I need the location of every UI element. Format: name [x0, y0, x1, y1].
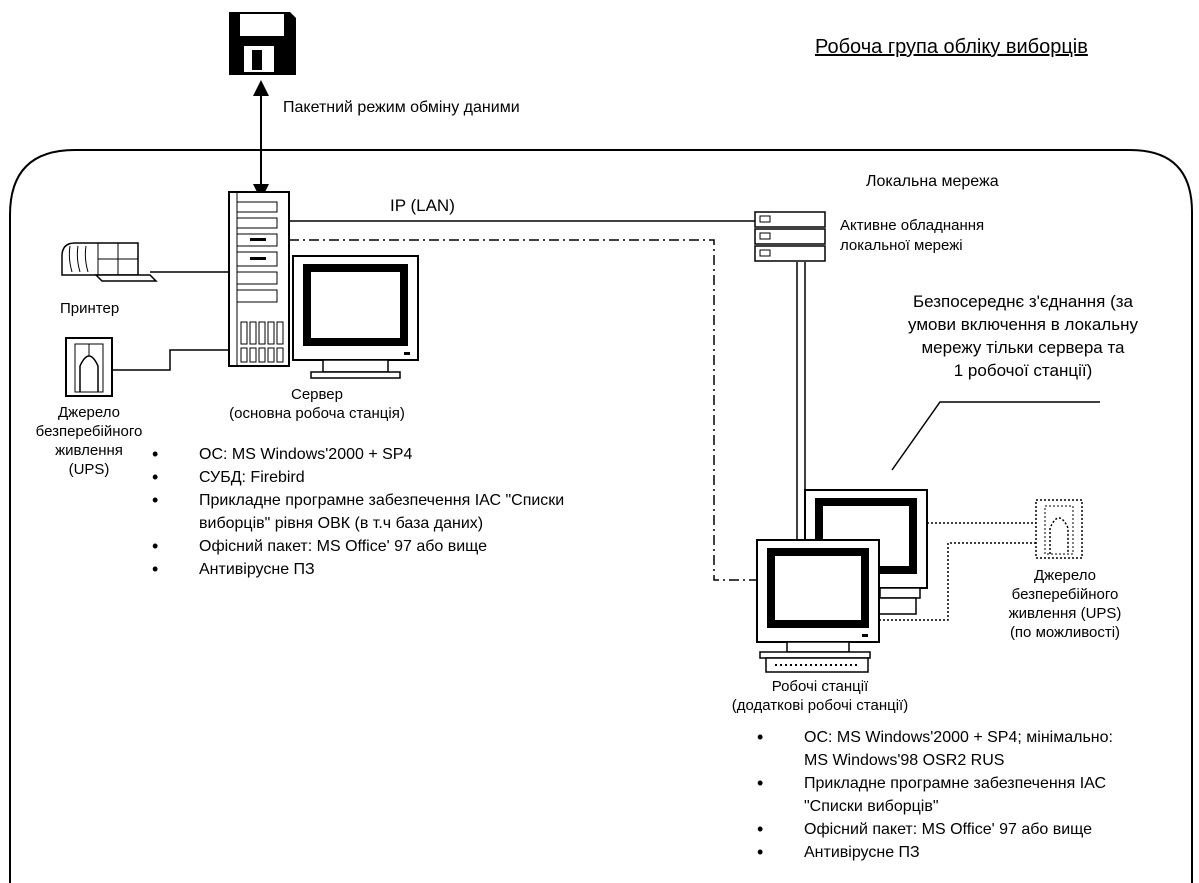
- workgroup-boundary: [9, 149, 1193, 883]
- server-spec-office: Офісний пакет: MS Office' 97 або вище: [152, 535, 564, 558]
- workstation-spec-antivirus: Антивірусне ПЗ: [757, 841, 1113, 864]
- ups-left-label: Джерело безперебійного живлення (UPS): [35, 404, 143, 478]
- lan-label: Локальна мережа: [866, 173, 999, 190]
- network-switch-icon: [754, 211, 826, 262]
- server-monitor-icon: [292, 255, 419, 379]
- ip-lan-label: IP (LAN): [390, 196, 455, 215]
- server-tower-icon: [228, 191, 290, 367]
- workstation-spec-app: Прикладне програмне забезпечення ІАС"Спи…: [757, 772, 1113, 818]
- direct-connection-line: [289, 239, 763, 581]
- diagram-title: Робоча група обліку виборців: [815, 36, 1088, 58]
- batch-exchange-arrow: [253, 80, 269, 200]
- workstations-label: Робочі станції (додаткові робочі станції…: [731, 678, 909, 714]
- active-equipment-label: Активне обладнання локальної мережі: [840, 217, 985, 254]
- workstation-front-icon: [756, 539, 880, 673]
- workstation-spec-office: Офісний пакет: MS Office' 97 або вище: [757, 818, 1113, 841]
- floppy-disk-icon: [229, 12, 296, 75]
- ups-right-cable-2: [879, 542, 1036, 621]
- direct-connection-pointer: [891, 401, 1100, 471]
- server-spec-antivirus: Антивірусне ПЗ: [152, 558, 564, 581]
- server-label: Сервер (основна робоча станція): [229, 386, 405, 422]
- workstation-spec-list: ОС: MS Windows'2000 + SP4; мінімально:MS…: [757, 726, 1113, 864]
- workstation-spec-os: ОС: MS Windows'2000 + SP4; мінімально:MS…: [757, 726, 1113, 772]
- ups-left-icon: [65, 337, 113, 397]
- ups-right-icon: [1035, 499, 1083, 559]
- server-spec-dbms: СУБД: Firebird: [152, 466, 564, 489]
- ups-right-label: Джерело безперебійного живлення (UPS) (п…: [1008, 567, 1122, 641]
- batch-exchange-label: Пакетний режим обміну даними: [283, 99, 520, 116]
- printer-icon: [61, 242, 158, 282]
- direct-connection-label: Безпосереднє з'єднання (за умови включен…: [908, 292, 1138, 380]
- server-spec-list: ОС: MS Windows'2000 + SP4 СУБД: Firebird…: [152, 443, 564, 581]
- printer-label: Принтер: [60, 300, 120, 317]
- server-spec-os: ОС: MS Windows'2000 + SP4: [152, 443, 564, 466]
- ups-cable: [113, 349, 229, 371]
- server-spec-app: Прикладне програмне забезпечення ІАС "Сп…: [152, 489, 564, 535]
